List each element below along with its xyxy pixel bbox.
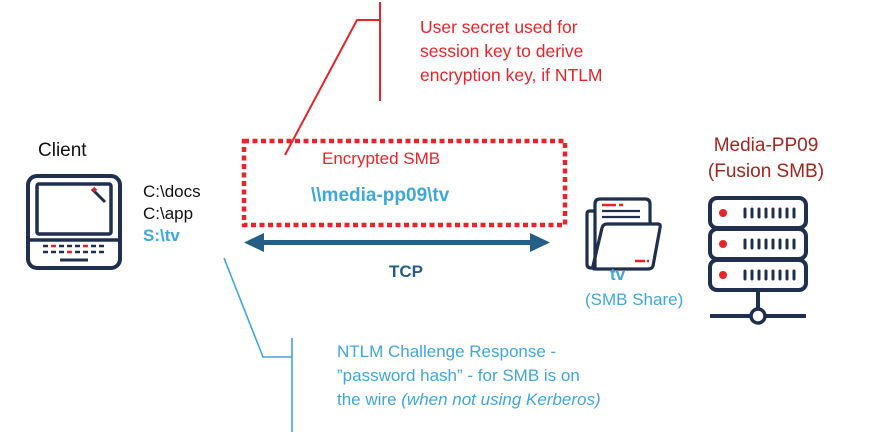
- red-callout-line: session key to derive: [420, 41, 584, 61]
- drive-tv-mapped: S:\tv: [143, 226, 180, 245]
- double-arrow-icon: [244, 233, 550, 252]
- red-callout-leader: [284, 19, 380, 156]
- blue-callout-connector: [223, 257, 293, 432]
- unc-path-label: \\media-pp09\tv: [311, 185, 450, 206]
- red-callout-line: encryption key, if NTLM: [420, 65, 603, 85]
- blue-callout-leader: [223, 257, 292, 358]
- share-name-label: tv: [610, 265, 626, 284]
- blue-callout-plain: the wire: [337, 390, 402, 409]
- encrypted-smb-box: [241, 138, 568, 228]
- blue-callout-line: NTLM Challenge Response -: [337, 342, 557, 361]
- server-label: Media-PP09 (Fusion SMB): [696, 133, 836, 185]
- encrypted-smb-label: Encrypted SMB: [322, 149, 441, 168]
- folder-icon: [585, 197, 662, 271]
- tcp-label: TCP: [389, 262, 423, 281]
- server-product: (Fusion SMB): [707, 161, 825, 182]
- client-label: Client: [38, 140, 87, 161]
- server-name: Media-PP09: [713, 135, 819, 156]
- blue-callout-line: the wire (when not using Kerberos): [337, 388, 601, 412]
- blue-callout-line: ”password hash” - for SMB is on: [337, 366, 580, 385]
- share-type-label: (SMB Share): [585, 290, 684, 309]
- red-callout-line: User secret used for: [420, 17, 578, 37]
- drive-app: C:\app: [143, 204, 194, 223]
- client-drive-list: C:\docs C:\app S:\tv: [143, 181, 201, 247]
- tcp-arrow-shaft: [258, 240, 536, 245]
- tcp-arrow-right-head: [530, 233, 550, 252]
- tcp-arrow-left-head: [244, 233, 264, 252]
- red-callout-connector: [284, 2, 381, 156]
- laptop-icon: [26, 174, 122, 270]
- server-icon: [708, 196, 808, 325]
- blue-callout-italic: (when not using Kerberos): [401, 390, 601, 409]
- red-callout-text: User secret used for session key to deri…: [420, 15, 603, 87]
- drive-docs: C:\docs: [143, 182, 201, 201]
- blue-callout-text: NTLM Challenge Response - ”password hash…: [337, 340, 601, 412]
